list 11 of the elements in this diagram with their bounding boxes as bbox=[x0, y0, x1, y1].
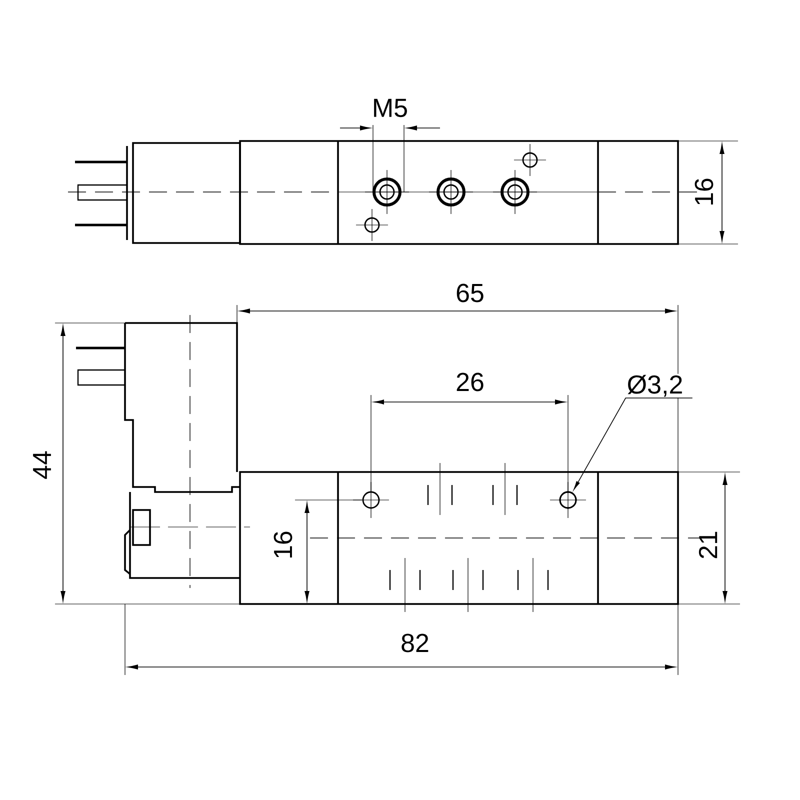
dimension-label: 16 bbox=[274, 532, 292, 558]
dimension-label: 16 bbox=[694, 178, 714, 204]
dimension-label: 44 bbox=[33, 451, 51, 479]
dimension-label: 26 bbox=[456, 372, 484, 392]
dimension-label: Ø3,2 bbox=[626, 374, 684, 398]
mounting-hole bbox=[559, 491, 577, 509]
dimension-label: M5 bbox=[374, 98, 407, 118]
dimension-label: 21 bbox=[698, 532, 718, 558]
dimension-label: 82 bbox=[402, 634, 428, 652]
dimension-label: 65 bbox=[456, 284, 484, 302]
leader-line bbox=[574, 398, 693, 490]
